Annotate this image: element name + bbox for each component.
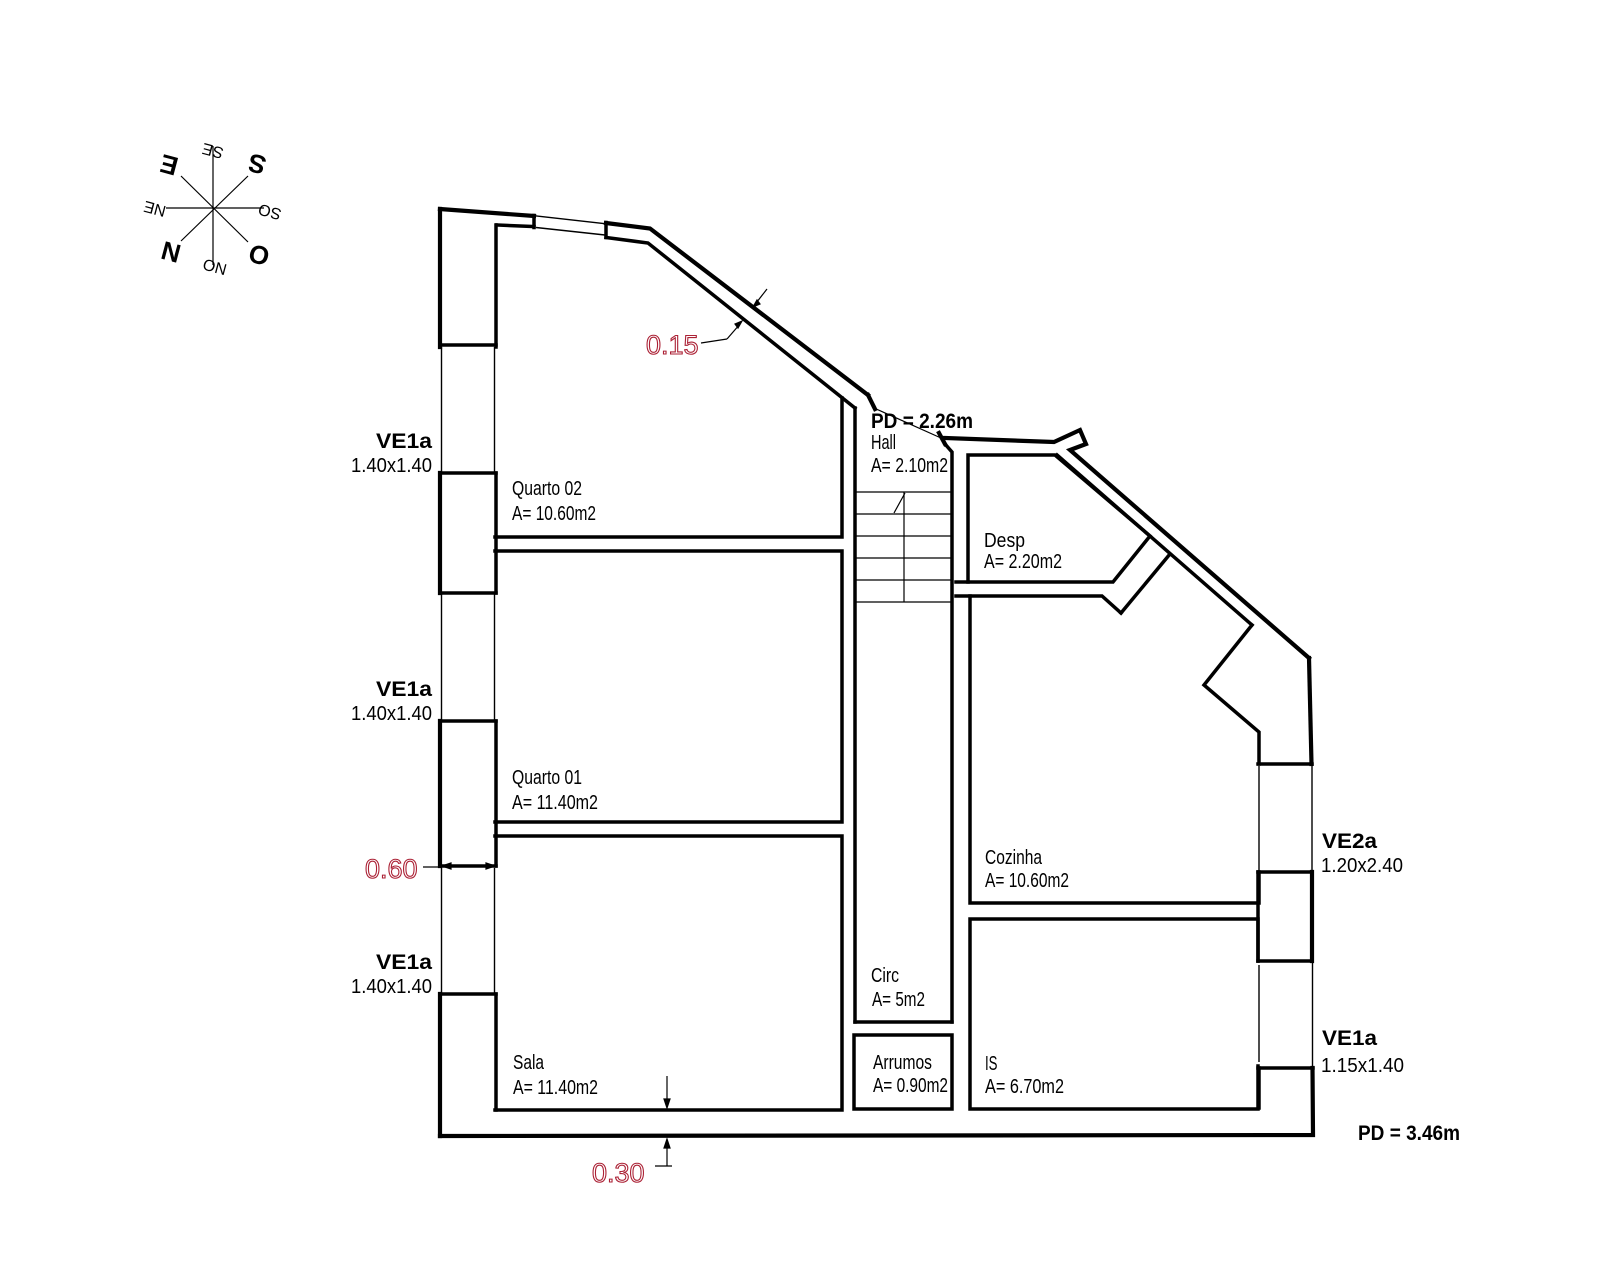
svg-text:VE1a: VE1a [376,951,432,974]
svg-text:S: S [245,147,270,180]
svg-text:Quarto 02: Quarto 02 [512,478,582,500]
svg-text:1.40x1.40: 1.40x1.40 [351,703,432,725]
svg-text:VE1a: VE1a [1322,1027,1377,1050]
svg-text:A= 5m2: A= 5m2 [872,989,925,1011]
svg-text:A= 10.60m2: A= 10.60m2 [512,503,596,525]
svg-text:A= 6.70m2: A= 6.70m2 [985,1076,1064,1098]
svg-text:VE2a: VE2a [1322,830,1377,853]
svg-text:1.40x1.40: 1.40x1.40 [351,976,432,998]
svg-text:IS: IS [985,1053,998,1075]
svg-text:A= 10.60m2: A= 10.60m2 [985,870,1069,892]
svg-text:O: O [245,238,272,272]
svg-text:N: N [158,235,184,269]
svg-text:A= 11.40m2: A= 11.40m2 [512,792,598,814]
svg-text:A= 11.40m2: A= 11.40m2 [513,1077,598,1099]
svg-text:0.60: 0.60 [365,854,418,884]
svg-text:PD = 3.46m: PD = 3.46m [1358,1122,1460,1145]
svg-text:Cozinha: Cozinha [985,847,1043,869]
svg-text:0.15: 0.15 [646,330,699,360]
svg-text:SE: SE [200,139,225,161]
svg-text:SO: SO [257,200,284,222]
svg-text:Quarto 01: Quarto 01 [512,767,582,789]
svg-text:VE1a: VE1a [376,678,432,701]
svg-text:VE1a: VE1a [376,430,432,453]
svg-text:NE: NE [142,197,168,219]
svg-text:PD = 2.26m: PD = 2.26m [871,410,973,433]
svg-text:A= 0.90m2: A= 0.90m2 [873,1075,948,1097]
svg-text:0.30: 0.30 [592,1158,645,1188]
svg-text:Sala: Sala [513,1052,545,1074]
svg-text:1.15x1.40: 1.15x1.40 [1321,1055,1404,1077]
svg-text:E: E [157,148,182,181]
svg-text:A= 2.20m2: A= 2.20m2 [984,551,1062,573]
svg-text:1.20x2.40: 1.20x2.40 [1321,855,1403,877]
svg-text:NO: NO [201,255,229,278]
svg-text:Arrumos: Arrumos [873,1052,932,1074]
svg-text:Hall: Hall [871,432,896,454]
svg-text:Desp: Desp [984,530,1025,552]
svg-text:1.40x1.40: 1.40x1.40 [351,455,432,477]
svg-text:A= 2.10m2: A= 2.10m2 [871,455,948,477]
svg-text:Circ: Circ [871,965,899,987]
